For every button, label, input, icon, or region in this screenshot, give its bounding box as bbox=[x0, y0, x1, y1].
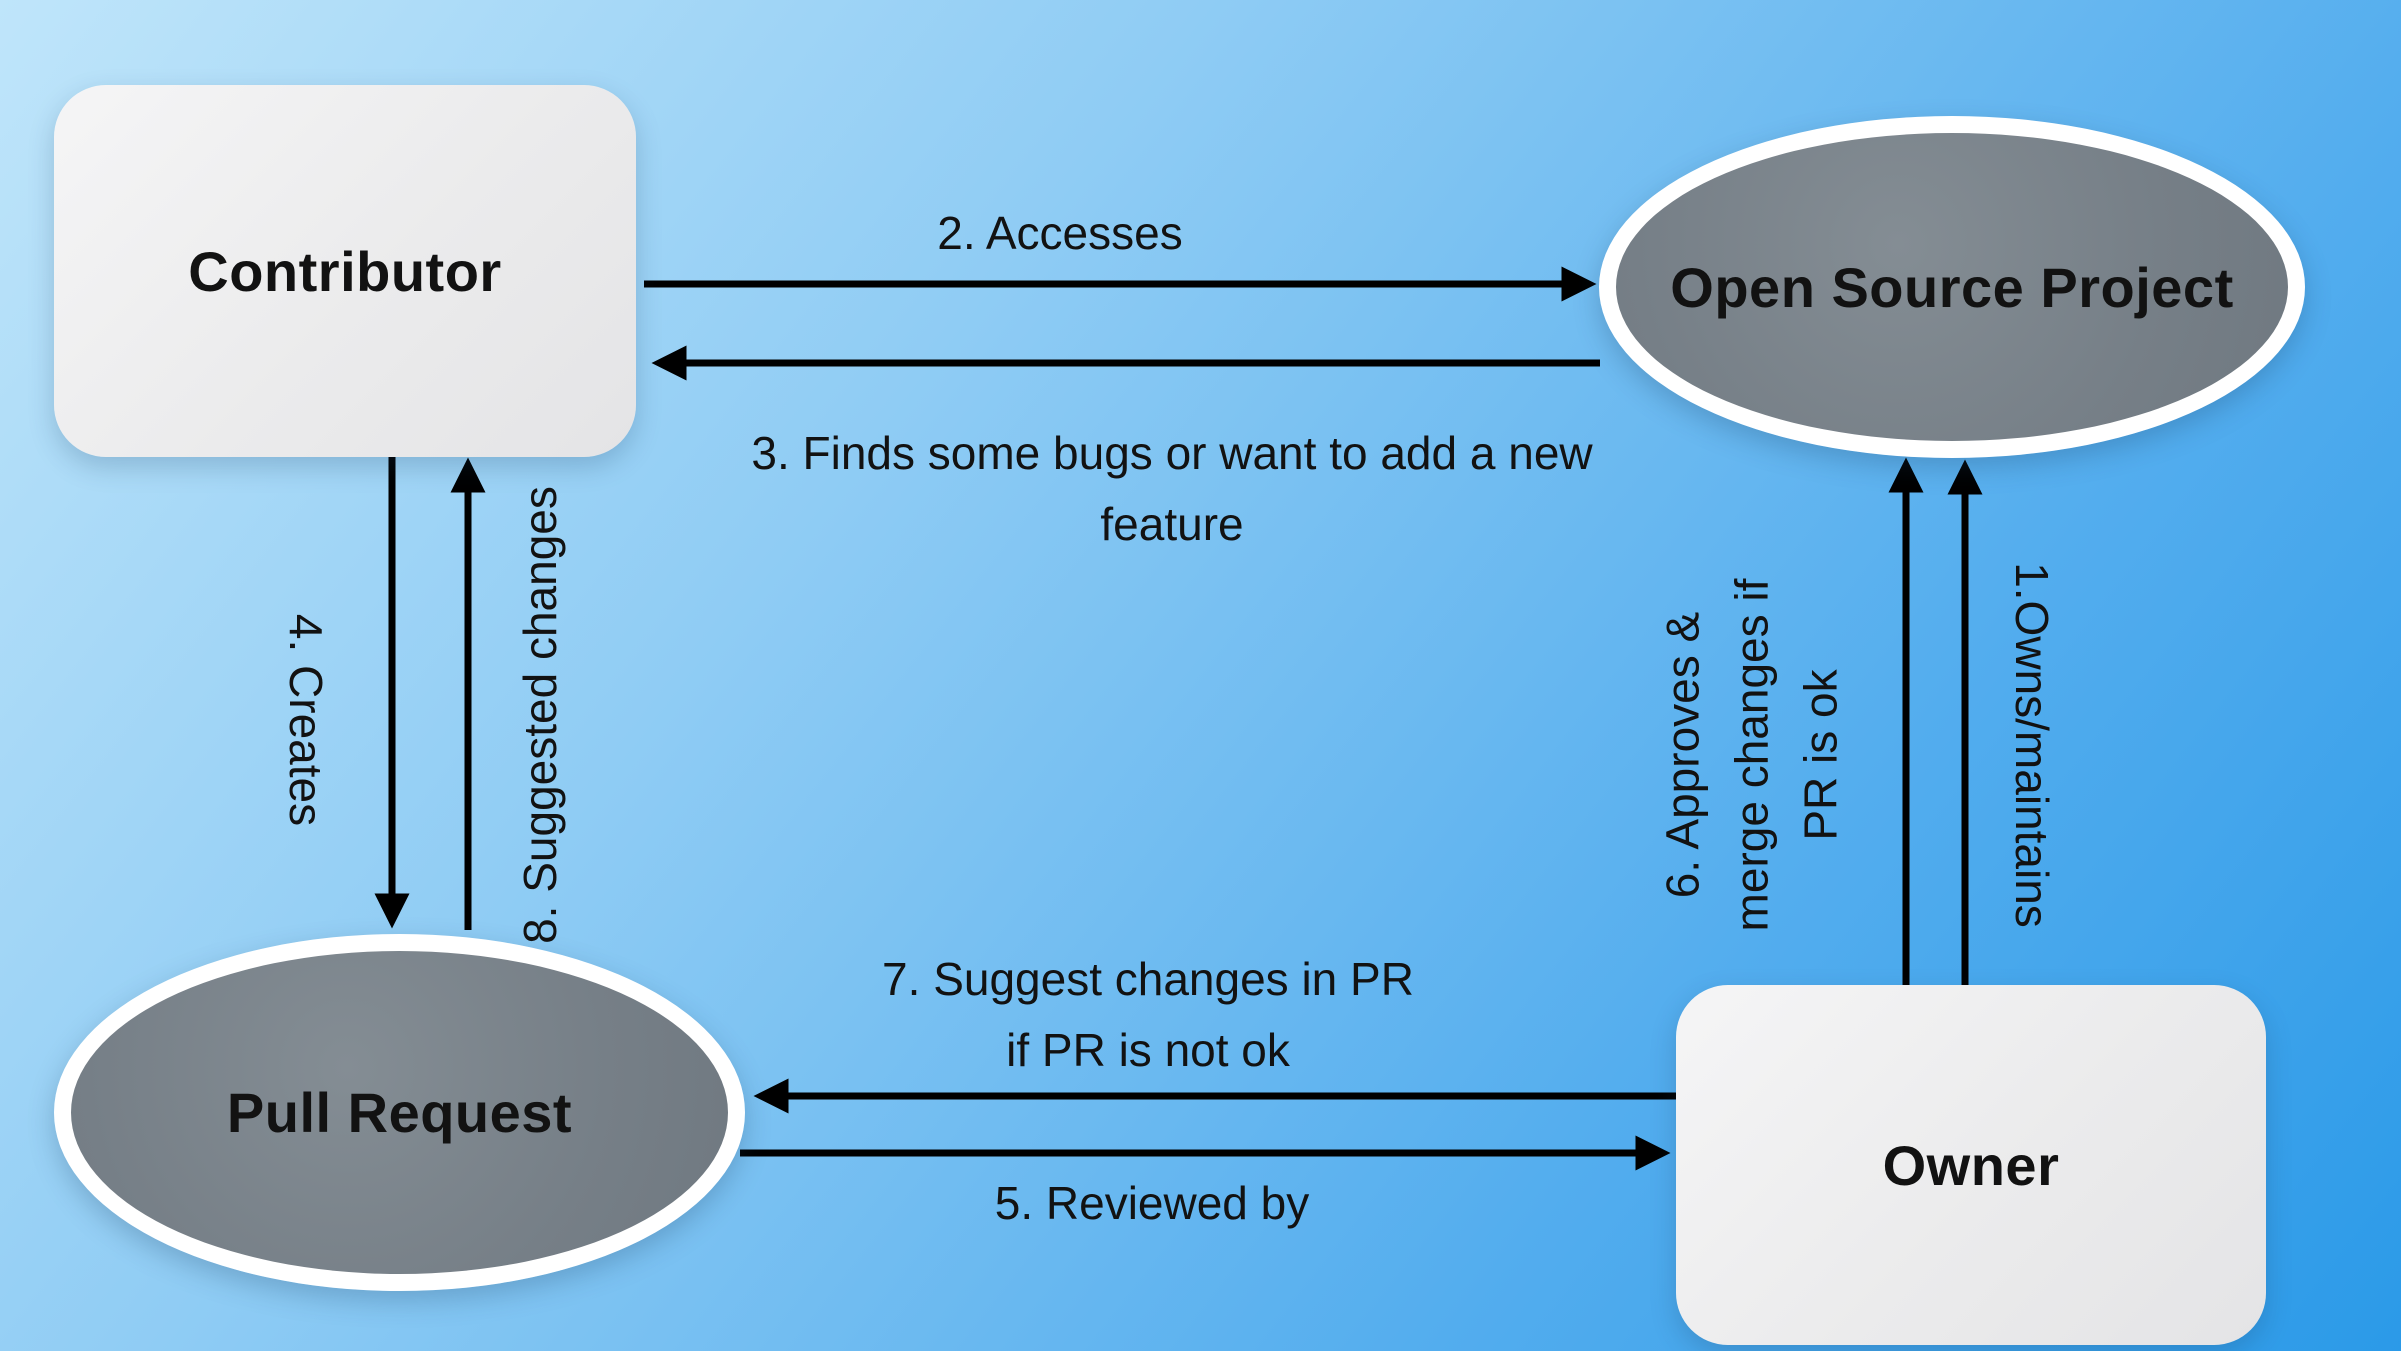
edge-label-finds-bugs-line1: 3. Finds some bugs or want to add a new bbox=[751, 427, 1593, 479]
edge-label-suggest-changes-pr-line2: if PR is not ok bbox=[1006, 1024, 1290, 1077]
edge-label-accesses: 2. Accesses bbox=[937, 207, 1183, 259]
pull-request-node: Pull Request bbox=[54, 934, 745, 1291]
edge-label-approves-merge-line3: PR is ok bbox=[1794, 669, 1847, 841]
edge-label-suggest-changes-pr: 7. Suggest changes in PR if PR is not ok bbox=[882, 944, 1414, 1087]
open-source-project-node: Open Source Project bbox=[1599, 116, 2305, 458]
contributor-node: Contributor bbox=[54, 85, 636, 457]
contributor-label: Contributor bbox=[188, 239, 502, 303]
owner-label: Owner bbox=[1882, 1133, 2060, 1197]
edge-label-finds-bugs: 3. Finds some bugs or want to add a new … bbox=[751, 418, 1592, 561]
open-source-project-label: Open Source Project bbox=[1670, 255, 2234, 319]
edge-label-owns-maintains: 1.Owns/maintains bbox=[2006, 562, 2058, 928]
edge-label-finds-bugs-line2: feature bbox=[1100, 498, 1244, 551]
edge-label-approves-merge: 6. Approves & merge changes if PR is ok bbox=[1649, 579, 1856, 932]
edge-label-suggest-changes-pr-line1: 7. Suggest changes in PR bbox=[882, 953, 1414, 1005]
edge-label-approves-merge-line2: merge changes if bbox=[1725, 578, 1778, 932]
pull-request-label: Pull Request bbox=[226, 1081, 573, 1144]
edge-label-creates: 4. Creates bbox=[280, 613, 332, 827]
owner-node: Owner bbox=[1676, 985, 2266, 1345]
edge-label-reviewed-by: 5. Reviewed by bbox=[994, 1177, 1310, 1229]
edge-label-approves-merge-line1: 6. Approves & bbox=[1656, 611, 1709, 899]
edge-label-suggested-changes: 8. Suggested changes bbox=[514, 486, 566, 944]
